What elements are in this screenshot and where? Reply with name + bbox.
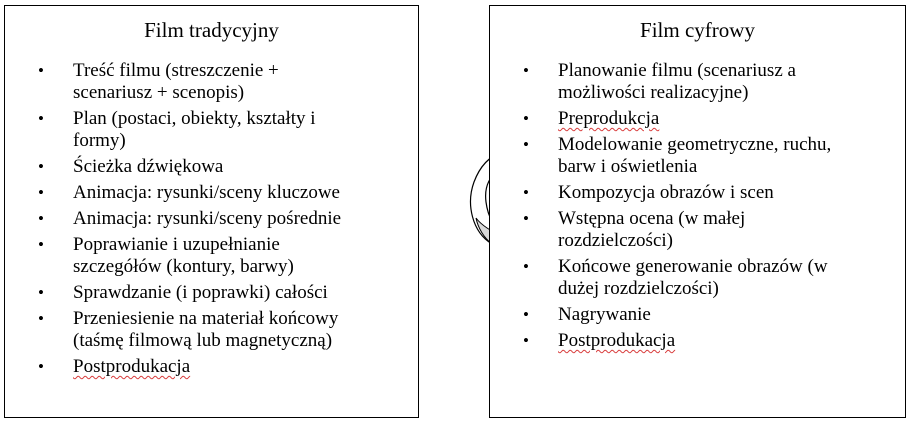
list-item: Animacja: rysunki/sceny pośrednie [5, 208, 418, 230]
misspelled-word: Preprodukcja [558, 108, 660, 129]
list-item: Sprawdzanie (i poprawki) całości [5, 282, 418, 304]
list-item: Kompozycja obrazów i scen [490, 182, 905, 204]
list-item: Preprodukcja [490, 108, 905, 130]
list-item: Animacja: rysunki/sceny kluczowe [5, 182, 418, 204]
digital-film-box: Film cyfrowy Planowanie filmu (scenarius… [489, 5, 906, 418]
traditional-film-list: Treść filmu (streszczenie +scenariusz + … [5, 60, 418, 382]
misspelled-word: Postprodukacja [558, 330, 676, 351]
list-item: Postprodukacja [490, 330, 905, 352]
digital-film-title: Film cyfrowy [640, 18, 755, 42]
list-item: Nagrywanie [490, 304, 905, 326]
list-item: Przeniesienie na materiał końcowy(taśmę … [5, 308, 418, 352]
traditional-film-title: Film tradycyjny [144, 18, 279, 42]
misspelled-word: Postprodukacja [73, 356, 191, 377]
list-item: Ścieżka dźwiękowa [5, 156, 418, 178]
list-item: Treść filmu (streszczenie +scenariusz + … [5, 60, 418, 104]
digital-film-list: Planowanie filmu (scenariusz amożliwości… [490, 60, 905, 356]
traditional-film-box: Film tradycyjny Treść filmu (streszczeni… [4, 5, 419, 418]
list-item: Planowanie filmu (scenariusz amożliwości… [490, 60, 905, 104]
list-item: Modelowanie geometryczne, ruchu,barw i o… [490, 134, 905, 178]
list-item: Postprodukacja [5, 356, 418, 378]
